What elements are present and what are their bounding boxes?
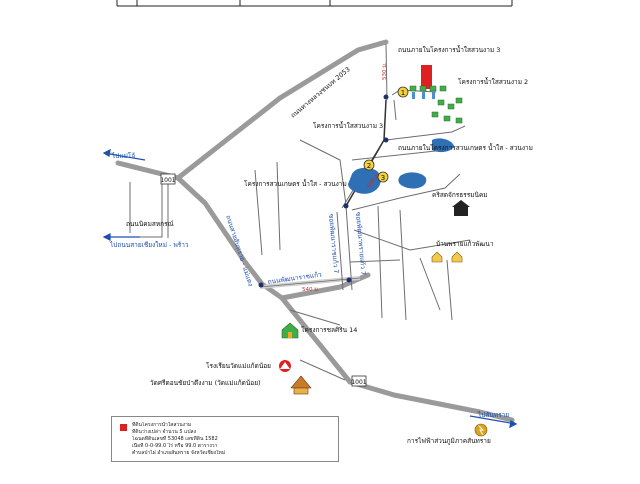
- temple-icon: [290, 375, 312, 395]
- distance-540: 540 ม.: [302, 287, 320, 293]
- junction-dot: [383, 94, 389, 100]
- route-shield-1-label: 1001: [160, 177, 175, 184]
- marker-2: 2: [363, 159, 375, 171]
- legend-line-3: โฉนดที่ดินเลขที่ 53048 เลขที่ดิน 1582: [132, 436, 218, 442]
- water-bodies: [348, 138, 454, 194]
- legend-line-4: เนื้อที่ 0-0-99.0 ไร่ หรือ 99.0 ตารางวา: [132, 443, 218, 449]
- road-sansai-mae-ngat: [115, 160, 515, 423]
- label-nam-sai-3: โครงการน้ำใสสวนงาม 3: [313, 121, 383, 130]
- label-alley-3: ถนนภายในโครงการน้ำใสสวนงาม 3: [398, 45, 500, 54]
- route-shield-2-label: 1001: [351, 379, 366, 386]
- legend-line-2: ที่ดินว่างเปล่า จำนวน 5 แปลง: [132, 429, 197, 435]
- label-kaset-road: ถนนภายในโครงการสวนเกษตร น้ำใส - สวนงาม: [398, 143, 533, 152]
- legend-swatch: [120, 424, 127, 431]
- project-house-icon: [281, 322, 299, 339]
- arrow-to-sansai: [469, 415, 518, 429]
- marker-3-label: 3: [381, 174, 385, 182]
- label-kaset-project: โครงการสวนเกษตร น้ำใส - สวนงาม: [244, 179, 347, 188]
- pond-2: [398, 172, 427, 189]
- label-temple: วัดศรีดอนชัยป่าตึงงาม (วัดแม่แก้ดน้อย): [150, 379, 261, 387]
- marker-2-label: 2: [367, 162, 371, 170]
- pea-icon: [474, 423, 488, 437]
- label-school: โรงเรียนวัดแม่แก้ดน้อย: [206, 362, 271, 370]
- pond-3: [432, 138, 454, 153]
- school-icon: [279, 360, 291, 372]
- label-village: บ้านพรายแก้วพัฒนา: [436, 240, 494, 248]
- label-to-sansai: ไปสันทราย: [477, 411, 509, 419]
- legend-line-5: ตำบลป่าไผ่ อำเภอสันทราย จังหวัดเชียงใหม่: [132, 450, 226, 456]
- church-icon: [452, 200, 470, 216]
- legend: ที่ดินโครงการน้ำใสสวนงาม ที่ดินว่างเปล่า…: [111, 416, 339, 462]
- house-icons: [409, 85, 463, 124]
- land-plot-marker: [421, 65, 432, 89]
- junction-dot: [346, 277, 352, 283]
- top-table-remnant: [116, 0, 513, 7]
- marker-3: 3: [377, 171, 389, 183]
- route-shield-2: 1001: [351, 375, 367, 387]
- label-soi-7b: ซอยพัฒนาพรายแก้ว 7: [354, 211, 368, 275]
- pond-1: [348, 167, 381, 194]
- legend-line-1: ที่ดินโครงการน้ำใสสวนงาม: [132, 422, 192, 428]
- label-nam-sai-2: โครงการน้ำใสสวนงาม 2: [458, 77, 528, 86]
- marker-1: 1: [397, 86, 409, 98]
- junction-dot: [258, 282, 264, 288]
- route-shield-1: 1001: [160, 173, 176, 185]
- village-house-icon: [431, 251, 463, 263]
- label-nikhom: ถนนนิคมสหกรณ์: [126, 220, 174, 228]
- arrow-to-mae-jo: [102, 148, 146, 161]
- arrow-to-chiang-mai-phrao: [102, 233, 140, 241]
- junction-dot: [343, 203, 349, 209]
- label-to-cm-phrao: ไปถนนสายเชียงใหม่ - พร้าว: [109, 241, 189, 249]
- label-church: คริสตจักรธรรมนิคม: [432, 191, 488, 199]
- label-to-mae-jo: ไปแม่โจ้: [111, 152, 135, 160]
- distance-530: 530 ม.: [382, 62, 388, 80]
- label-siriphan: โครงการชลศิริน 14: [301, 326, 357, 334]
- label-pea: การไฟฟ้าส่วนภูมิภาคสันทราย: [407, 437, 491, 445]
- local-roads: [129, 43, 471, 381]
- label-sansai-mae-ngat: ถนนสายสันทราย - แม่แตง: [224, 214, 255, 287]
- marker-1-label: 1: [401, 89, 405, 97]
- road-highway-2053: [175, 39, 389, 181]
- junction-dot: [383, 137, 389, 143]
